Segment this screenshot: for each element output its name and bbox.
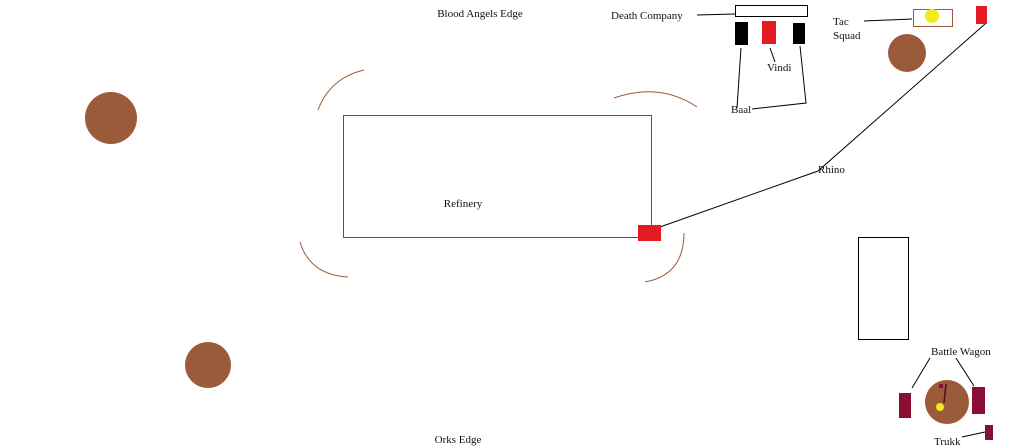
crater-terrain bbox=[925, 380, 969, 424]
leader-line bbox=[955, 357, 975, 387]
tac-squad-label-line1: Tac bbox=[833, 16, 849, 28]
wall-arc bbox=[644, 232, 685, 283]
refinery-label: Refinery bbox=[444, 198, 483, 210]
battle-wagon-left bbox=[899, 393, 911, 418]
ork-model bbox=[943, 383, 947, 404]
ork-model bbox=[939, 384, 943, 388]
rhino-label: Rhino bbox=[818, 164, 845, 176]
leader-line bbox=[736, 47, 742, 109]
ruin-building bbox=[858, 237, 909, 340]
wall-arc bbox=[317, 69, 365, 111]
leader-line bbox=[696, 13, 736, 16]
leader-line bbox=[751, 45, 807, 110]
tac-squad-label-line2: Squad bbox=[833, 30, 861, 42]
trukk-label: Trukk bbox=[934, 436, 961, 448]
wall-arc bbox=[299, 241, 349, 278]
vindi-label: Vindi bbox=[767, 62, 791, 74]
leader-line bbox=[863, 18, 913, 22]
rhino-end bbox=[638, 225, 661, 241]
rhino-start bbox=[976, 6, 987, 24]
baal-predator-right bbox=[793, 23, 805, 44]
battle-wagon-right bbox=[972, 387, 985, 414]
battle-wagon-label: Battle Wagon bbox=[931, 346, 991, 358]
rhino-move-path bbox=[659, 23, 986, 228]
crater-terrain bbox=[85, 92, 137, 144]
crater-terrain bbox=[888, 34, 926, 72]
blood-angels-edge-label: Blood Angels Edge bbox=[437, 8, 523, 20]
wall-arc bbox=[613, 91, 698, 108]
baal-predator-left bbox=[735, 22, 748, 45]
leader-line bbox=[961, 431, 986, 438]
leader-line bbox=[769, 47, 776, 63]
vindicator bbox=[762, 21, 776, 44]
baal-label: Baal bbox=[731, 104, 751, 116]
refinery-building bbox=[343, 115, 652, 238]
crater-terrain bbox=[185, 342, 231, 388]
objective-marker bbox=[936, 403, 944, 411]
death-company-label: Death Company bbox=[611, 10, 683, 22]
death-company-unit bbox=[735, 5, 808, 17]
objective-marker bbox=[925, 9, 939, 23]
leader-line bbox=[911, 357, 931, 389]
trukk-vehicle bbox=[985, 425, 993, 440]
orks-edge-label: Orks Edge bbox=[435, 434, 482, 446]
